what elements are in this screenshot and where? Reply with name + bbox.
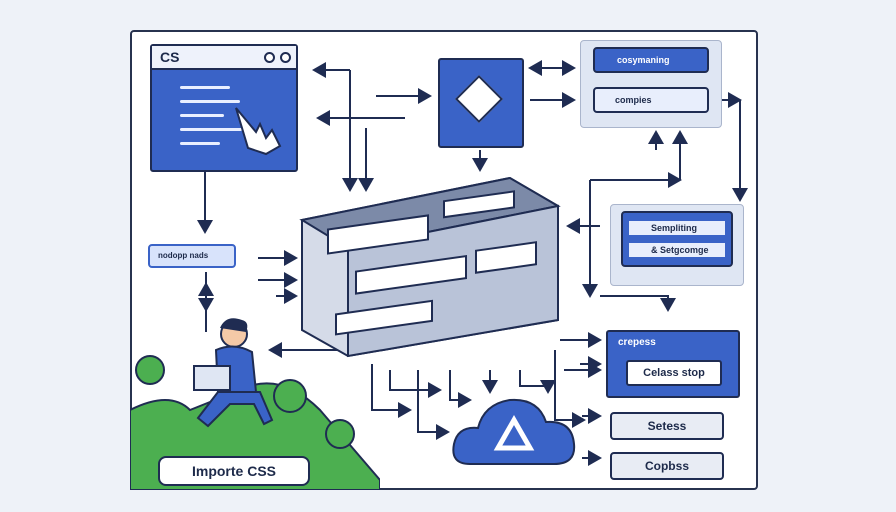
cloud-recycle-icon — [452, 398, 576, 465]
person-with-laptop-icon — [193, 318, 274, 428]
window-control-icon[interactable] — [264, 52, 275, 63]
code-line — [180, 128, 242, 131]
nodopp-node[interactable]: nodopp nads — [148, 244, 236, 268]
sempliting-row[interactable]: Sempliting — [629, 221, 725, 235]
diamond-icon — [454, 74, 504, 124]
celass-stop-button[interactable]: Celass stop — [626, 360, 722, 386]
code-line — [180, 86, 230, 89]
cosymaning-button[interactable]: cosymaning — [593, 47, 709, 73]
mid-right-panel: Sempliting & Setgcomge — [610, 204, 744, 286]
crepess-title: crepess — [618, 337, 656, 348]
top-right-panel: cosymaning compies — [580, 40, 722, 128]
window-title: CS — [160, 49, 180, 65]
compies-button[interactable]: compies — [593, 87, 709, 113]
window-control-icon[interactable] — [280, 52, 291, 63]
maze-block — [299, 176, 561, 358]
sempliting-label: Sempliting — [651, 223, 698, 233]
import-css-badge: Importe CSS — [158, 456, 310, 486]
pointer-hand-icon — [235, 107, 282, 156]
setess-button[interactable]: Setess — [610, 412, 724, 440]
setgcomge-row[interactable]: & Setgcomge — [629, 243, 725, 257]
copbss-button[interactable]: Copbss — [610, 452, 724, 480]
code-line — [180, 114, 224, 117]
window-titlebar: CS — [152, 46, 296, 70]
code-line — [180, 100, 240, 103]
css-editor-window: CS — [150, 44, 298, 172]
code-line — [180, 142, 220, 145]
crepess-panel: crepess Celass stop — [606, 330, 740, 398]
diamond-node[interactable] — [438, 58, 524, 148]
cosymaning-label: cosymaning — [617, 55, 670, 65]
compies-label: compies — [615, 95, 652, 105]
mid-right-card[interactable]: Sempliting & Setgcomge — [621, 211, 733, 267]
setgcomge-label: & Setgcomge — [651, 245, 709, 255]
